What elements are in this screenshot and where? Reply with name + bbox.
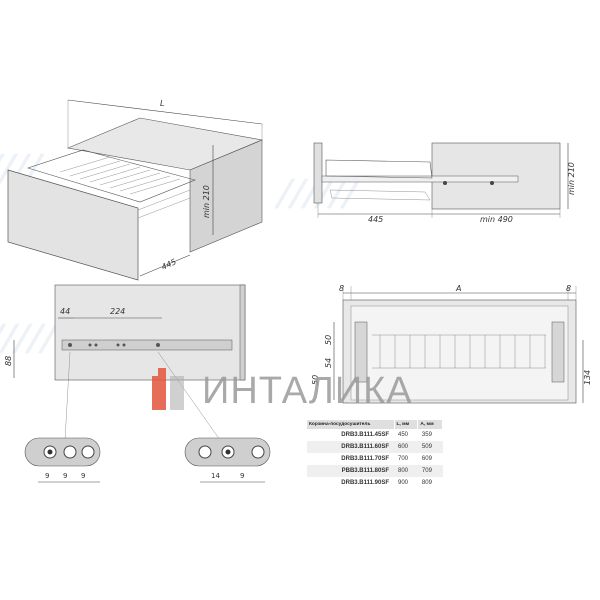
dim-side-depth: 445 [368,215,383,224]
detail-callout-a: 9 9 9 [24,437,101,483]
front-rail-left [354,321,368,383]
dim-detail-a-2: 9 [63,472,67,480]
table-row: DRB3.B111.70SF 700 609 [307,453,443,465]
side-runner [321,175,519,183]
side-view: 445 min 490 min 210 [313,142,576,224]
table-header-a: A, мм [417,420,443,429]
row-a: 509 [417,441,443,453]
dim-iso-min-height: min 210 [202,185,211,218]
front-view: 8 A 8 50 54 50 134 [311,284,592,404]
front-basket-wires [372,334,546,369]
row-a: 609 [421,456,432,462]
dim-detail-a-3: 9 [81,472,85,480]
row-a: 709 [417,465,443,477]
dim-front-width: A [455,284,461,293]
svg-text://///: ///// [0,317,61,359]
brand-logo [152,368,184,410]
table-header-row: Корзина-посудосушитель L, мм A, мм [307,420,443,429]
mount-panel [54,284,246,381]
dim-front-gap-left: 8 [339,284,344,293]
brand-wordmark: ИНТАЛИКА [202,370,413,412]
spec-table: Корзина-посудосушитель L, мм A, мм DRB3.… [307,420,443,489]
dim-mount-spacing: 224 [110,307,125,316]
dim-front-h3: 50 [311,375,320,385]
detail-callout-b: 14 9 [184,437,271,483]
row-code: DRB3.B111.45SF [341,432,389,438]
row-l: 800 [394,465,418,477]
dim-front-gap-right: 8 [566,284,571,293]
row-code: DRB3.B111.90SF [341,480,389,486]
dim-detail-b-1: 14 [211,472,220,480]
side-basket [325,159,433,179]
table-header-l: L, мм [394,420,419,429]
row-a: 359 [421,432,432,438]
row-l: 450 [398,432,409,438]
front-rail-right [551,321,565,383]
dim-front-h4: 134 [583,370,592,385]
dim-iso-length: L [160,99,164,108]
mount-rail [61,339,233,351]
dim-front-h1: 50 [324,335,333,345]
basket-wires [59,156,191,219]
dim-side-min-height: min 210 [567,162,576,195]
row-code: DRB3.B111.70SF [341,456,389,462]
basket-outline [27,149,196,203]
row-l: 900 [398,480,409,486]
table-header-model: Корзина-посудосушитель [307,420,395,429]
dim-front-h2: 54 [324,358,333,368]
row-code: DRB3.B111.60SF [307,441,394,453]
dim-iso-depth: 445 [160,257,178,272]
dim-detail-b-2: 9 [240,472,244,480]
cabinet-side [189,139,263,253]
isometric-view: L min 210 445 [7,99,264,281]
row-a: 809 [421,480,432,486]
table-row: DRB3.B111.45SF 450 359 [307,429,443,441]
mount-holes [68,343,160,347]
dim-mount-offset: 44 [60,307,70,316]
mount-view: 44 224 88 [4,284,246,441]
row-l: 600 [394,441,418,453]
row-l: 700 [398,456,409,462]
dim-side-min-depth: min 490 [480,215,513,224]
drawer-front [7,169,139,281]
dim-mount-height: 88 [4,356,13,366]
side-front-panel [313,142,323,204]
table-row: PBB3.B111.80SF 800 709 [307,465,443,477]
dim-detail-a-1: 9 [45,472,49,480]
table-row: DRB3.B111.60SF 600 509 [307,441,443,453]
row-code: PBB3.B111.80SF [307,465,394,477]
table-row: DRB3.B111.90SF 900 809 [307,477,443,489]
